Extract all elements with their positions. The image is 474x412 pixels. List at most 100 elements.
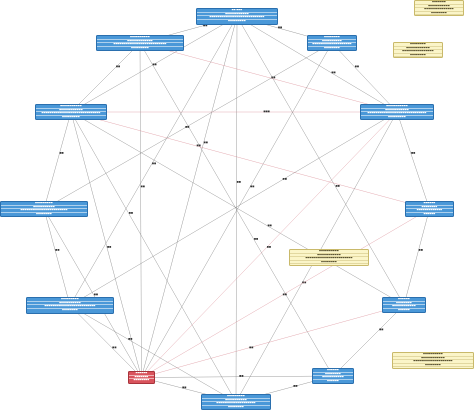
edge-label: ■■ (203, 24, 207, 27)
edge-label: ■■ (141, 185, 145, 188)
node-text-line: ■■■■■■■■ (383, 302, 425, 306)
node-text-line: ■■■■■■ (129, 372, 154, 376)
node-left[interactable]: ■■■■■■■■■■■■■■■■■■■■■■■■■■■■■■■■■■■■■■■■… (0, 201, 88, 217)
node-top[interactable]: ■■ ■■■■■■■■■■■■■■■■■■■■■■■■■■■■■■■■■■■■■… (196, 8, 278, 25)
node-text-line: ■■■■■■■■ (394, 43, 442, 47)
node-text-line: ■■■■■■■■■■■ (415, 5, 463, 9)
edge-upper-left-to-bottom-right (139, 42, 334, 377)
node-text-line: ■■■■■■■■■■■■ (290, 254, 368, 258)
node-text-line: ■■■■■■■■ (313, 373, 353, 377)
node-text-line: ■■■■■■ (398, 308, 410, 311)
node-text-line: ■■■■■■■■■■■■■■■■■■■■■■■■■■■■■■ (361, 112, 433, 116)
node-text-line: ■■■■■■■■■■■■ (197, 13, 277, 17)
node-text-line: ■■■■■■■■■ (131, 46, 149, 49)
edge-upper-right-to-left (43, 42, 333, 210)
note-note-center[interactable]: ■■■■■■■■■■■■■■■■■■■■■■■■■■■■■■■■■■■■■■■■… (289, 249, 369, 266)
node-text-line: ■■■■■■ (313, 369, 353, 373)
node-text-line: ■■■■■■■■■ (62, 115, 80, 118)
node-text-line: ■■■■■■■■ (62, 308, 78, 311)
edge-top-to-mid-right (236, 16, 398, 113)
node-text-line: ■■■■■■■■■■■■■■■■■■■■ (308, 43, 356, 47)
node-mid-right[interactable]: ■■■■■■■■■■■■■■■■■■■■■■■■■■■■■■■■■■■■■■■■… (360, 104, 434, 120)
node-text-line: ■■■■■■■■■ (202, 395, 270, 399)
edge-label: ■■ (204, 141, 208, 144)
edge-label: ■■ (237, 180, 241, 183)
edge-label: ■■ (254, 237, 258, 240)
node-mid-left[interactable]: ■■■■■■■■■■■■■■■■■■■■■■■■■■■■■■■■■■■■■■■■… (35, 104, 107, 120)
node-text-line: ■■■■■■ (383, 298, 425, 302)
node-text-line: ■■■■■■■■■■■ (27, 302, 113, 306)
node-text-line: ■■■■■■■■ (133, 379, 150, 382)
node-text-line: ■■■■■■■■■■■■ (393, 357, 473, 361)
node-text-line: ■■■■■■■■ (415, 12, 463, 15)
node-bottom-right[interactable]: ■■■■■■■■■■■■■■■■■■■■■■■■■■■■■■■ (312, 368, 354, 384)
edge-mid-right-to-lower-left (69, 111, 398, 306)
node-upper-left[interactable]: ■■■■■■■■■■■■■■■■■■■■■■■■■■■■■■■■■■■■■■■■… (96, 35, 184, 51)
edge-top-to-lower-right (236, 16, 405, 306)
node-text-line: ■■■■■■■■■■■■ (361, 109, 433, 113)
node-text-line: ■■■■■■■■ (406, 206, 453, 210)
node-bottom[interactable]: ■■■■■■■■■■■■■■■■■■■■■■■■■■■■■■■■■■■■■■■■… (201, 394, 271, 410)
node-red-node[interactable]: ■■■■■■■■■■■■■■■■■■■■■ (128, 371, 155, 384)
node-text-line: ■■■■■■■■■■■■■■■■■■■■■■■■■■■ (97, 43, 183, 47)
edge-label: ■■ (152, 162, 156, 165)
node-text-line: ■■■■■■■■■■ (97, 36, 183, 40)
node-text-line: ■■■■■■■■■■■ (202, 399, 270, 403)
node-text-line: ■■■■■■■■■■■■■■■■■■■■■■■■ (1, 209, 87, 213)
edge-label: ■■ (185, 126, 189, 129)
edge-label: ■■ (152, 63, 156, 66)
node-text-line: ■■■■■■■■■■■■■ (406, 209, 453, 213)
node-lower-right[interactable]: ■■■■■■■■■■■■■■■■■■■■■■■■■■■■■■■■ (382, 297, 426, 313)
edge-label: ■■ (59, 152, 63, 155)
edge-upper-left-to-red-node (139, 42, 142, 378)
edge-right-to-red-node (141, 208, 430, 378)
node-text-line: ■■■■■■■■■■■■■■■■■■■■■■■■■■ (27, 305, 113, 309)
edge-label: ■■ (55, 248, 59, 251)
edge-label: ■■ (116, 65, 120, 68)
edge-label: ■■ (239, 375, 243, 378)
edge-right-to-lower-right (403, 208, 430, 306)
node-text-line: ■■■■■■■■ (228, 405, 244, 408)
node-text-line: ■■■■■■■■ (290, 261, 368, 265)
edge-upper-right-to-mid-right (331, 42, 398, 113)
node-text-line: ■■■■■■■■■■■■■■■■■■■■■■■■ (290, 257, 368, 261)
edge-label: ■■ (419, 248, 423, 251)
edge-mid-left-to-red-node (70, 111, 142, 378)
edge-label: ■■ (411, 152, 415, 155)
edge-lower-right-to-bottom-right (332, 304, 405, 377)
edge-upper-left-to-mid-right (139, 42, 398, 113)
edge-red-node-to-bottom-right (141, 375, 334, 378)
edge-label: ■■ (379, 328, 383, 331)
node-text-line: ■■■■■■■ (415, 1, 463, 5)
node-upper-right[interactable]: ■■■■■■■■■■■■■■■■■■■■■■■■■■■■■■■■■■■■■■■■… (307, 35, 357, 51)
node-text-line: ■■■■■■ (423, 212, 436, 215)
edge-label: ■■ (331, 71, 335, 74)
edge-top-to-lower-left (69, 16, 238, 306)
edge-label: ■■ (249, 346, 253, 349)
edge-label: ■■■ (263, 110, 270, 113)
note-note-bottom-right[interactable]: ■■■■■■■■■■■■■■■■■■■■■■■■■■■■■■■■■■■■■■■■… (392, 352, 474, 369)
edge-top-to-red-node (141, 16, 238, 378)
node-text-line: ■■■■■■■■■■■■■■■■■■■■■■■■■■■■■■ (36, 112, 106, 116)
edge-upper-left-to-mid-left (70, 42, 141, 113)
note-note-upper-right[interactable]: ■■■■■■■■■■■■■■■■■■■■■■■■■■■■■■■■■■■■■■■■… (393, 42, 443, 58)
node-lower-left[interactable]: ■■■■■■■■■■■■■■■■■■■■■■■■■■■■■■■■■■■■■■■■… (26, 297, 114, 314)
note-note-top-right[interactable]: ■■■■■■■■■■■■■■■■■■■■■■■■■■■■■■■■■■■■■■■■… (414, 0, 464, 16)
node-text-line: ■■■■■■■■■■■■ (36, 109, 106, 113)
node-text-line: ■■■■■■■■ (36, 212, 52, 215)
node-text-line: ■■■■■■■■ (394, 54, 442, 57)
edge-mid-right-to-right (396, 111, 430, 210)
node-text-line: ■■■■■■■■■■■ (313, 376, 353, 380)
node-right[interactable]: ■■■■■■■■■■■■■■■■■■■■■■■■■■■■■■■■■ (405, 201, 454, 217)
edge-label: ■■ (129, 212, 133, 215)
node-text-line: ■■■■■■■■■ (27, 298, 113, 302)
node-text-line: ■■■■■■■■■ (228, 19, 246, 22)
edge-label: ■■ (283, 178, 287, 181)
edge-label: ■■ (196, 144, 200, 147)
edge-label: ■■ (107, 245, 111, 248)
node-text-line: ■■■■■■■■■ (1, 202, 87, 206)
edge-label: ■■ (182, 386, 186, 389)
edge-mid-left-to-bottom (70, 111, 237, 403)
